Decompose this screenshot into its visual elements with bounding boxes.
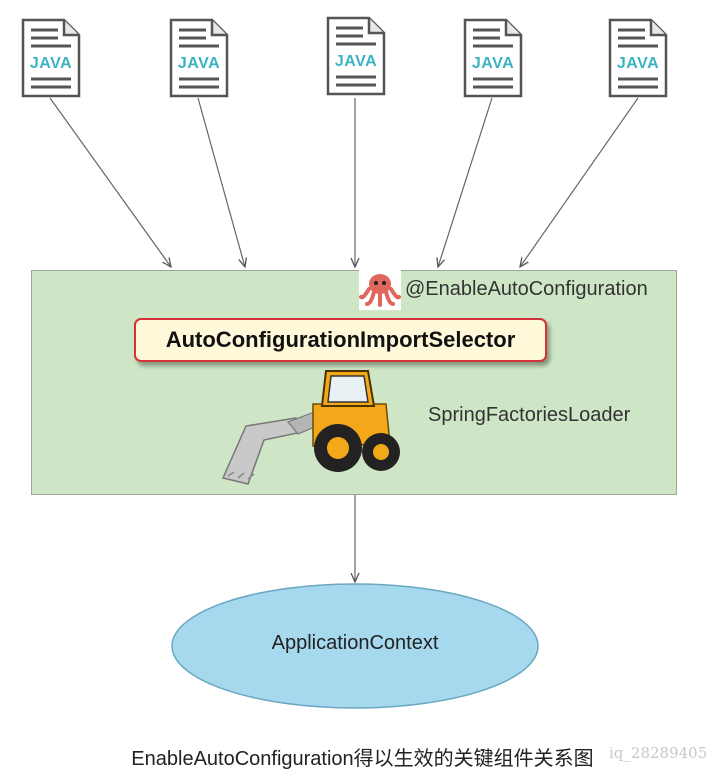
java-file-label: JAVA [29, 55, 73, 72]
edge-java-4-to-box [438, 97, 493, 267]
edge-java-1-to-box [49, 97, 171, 267]
bulldozer-icon [218, 366, 403, 488]
edge-java-5-to-box [520, 97, 639, 267]
spring-factories-loader-label: SpringFactoriesLoader [428, 404, 631, 426]
java-file-icon: JAVA [325, 15, 387, 97]
java-file-label: JAVA [616, 55, 660, 72]
java-file-icon: JAVA [168, 17, 230, 99]
diagram-caption: EnableAutoConfiguration得以生效的关键组件关系图 [131, 748, 594, 770]
edge-java-2-to-box [197, 97, 245, 267]
watermark: iq_28289405 [609, 744, 708, 762]
enable-auto-configuration-label: @EnableAutoConfiguration [405, 278, 648, 300]
application-context-label: ApplicationContext [271, 632, 439, 654]
auto-configuration-import-selector: AutoConfigurationImportSelector [134, 318, 547, 362]
java-file-label: JAVA [334, 53, 378, 70]
java-file-icon: JAVA [20, 17, 82, 99]
application-context-ellipse [171, 583, 539, 709]
java-file-icon: JAVA [462, 17, 524, 99]
octopus-icon [359, 270, 401, 310]
java-file-label: JAVA [177, 55, 221, 72]
java-file-icon: JAVA [607, 17, 669, 99]
java-file-label: JAVA [471, 55, 515, 72]
